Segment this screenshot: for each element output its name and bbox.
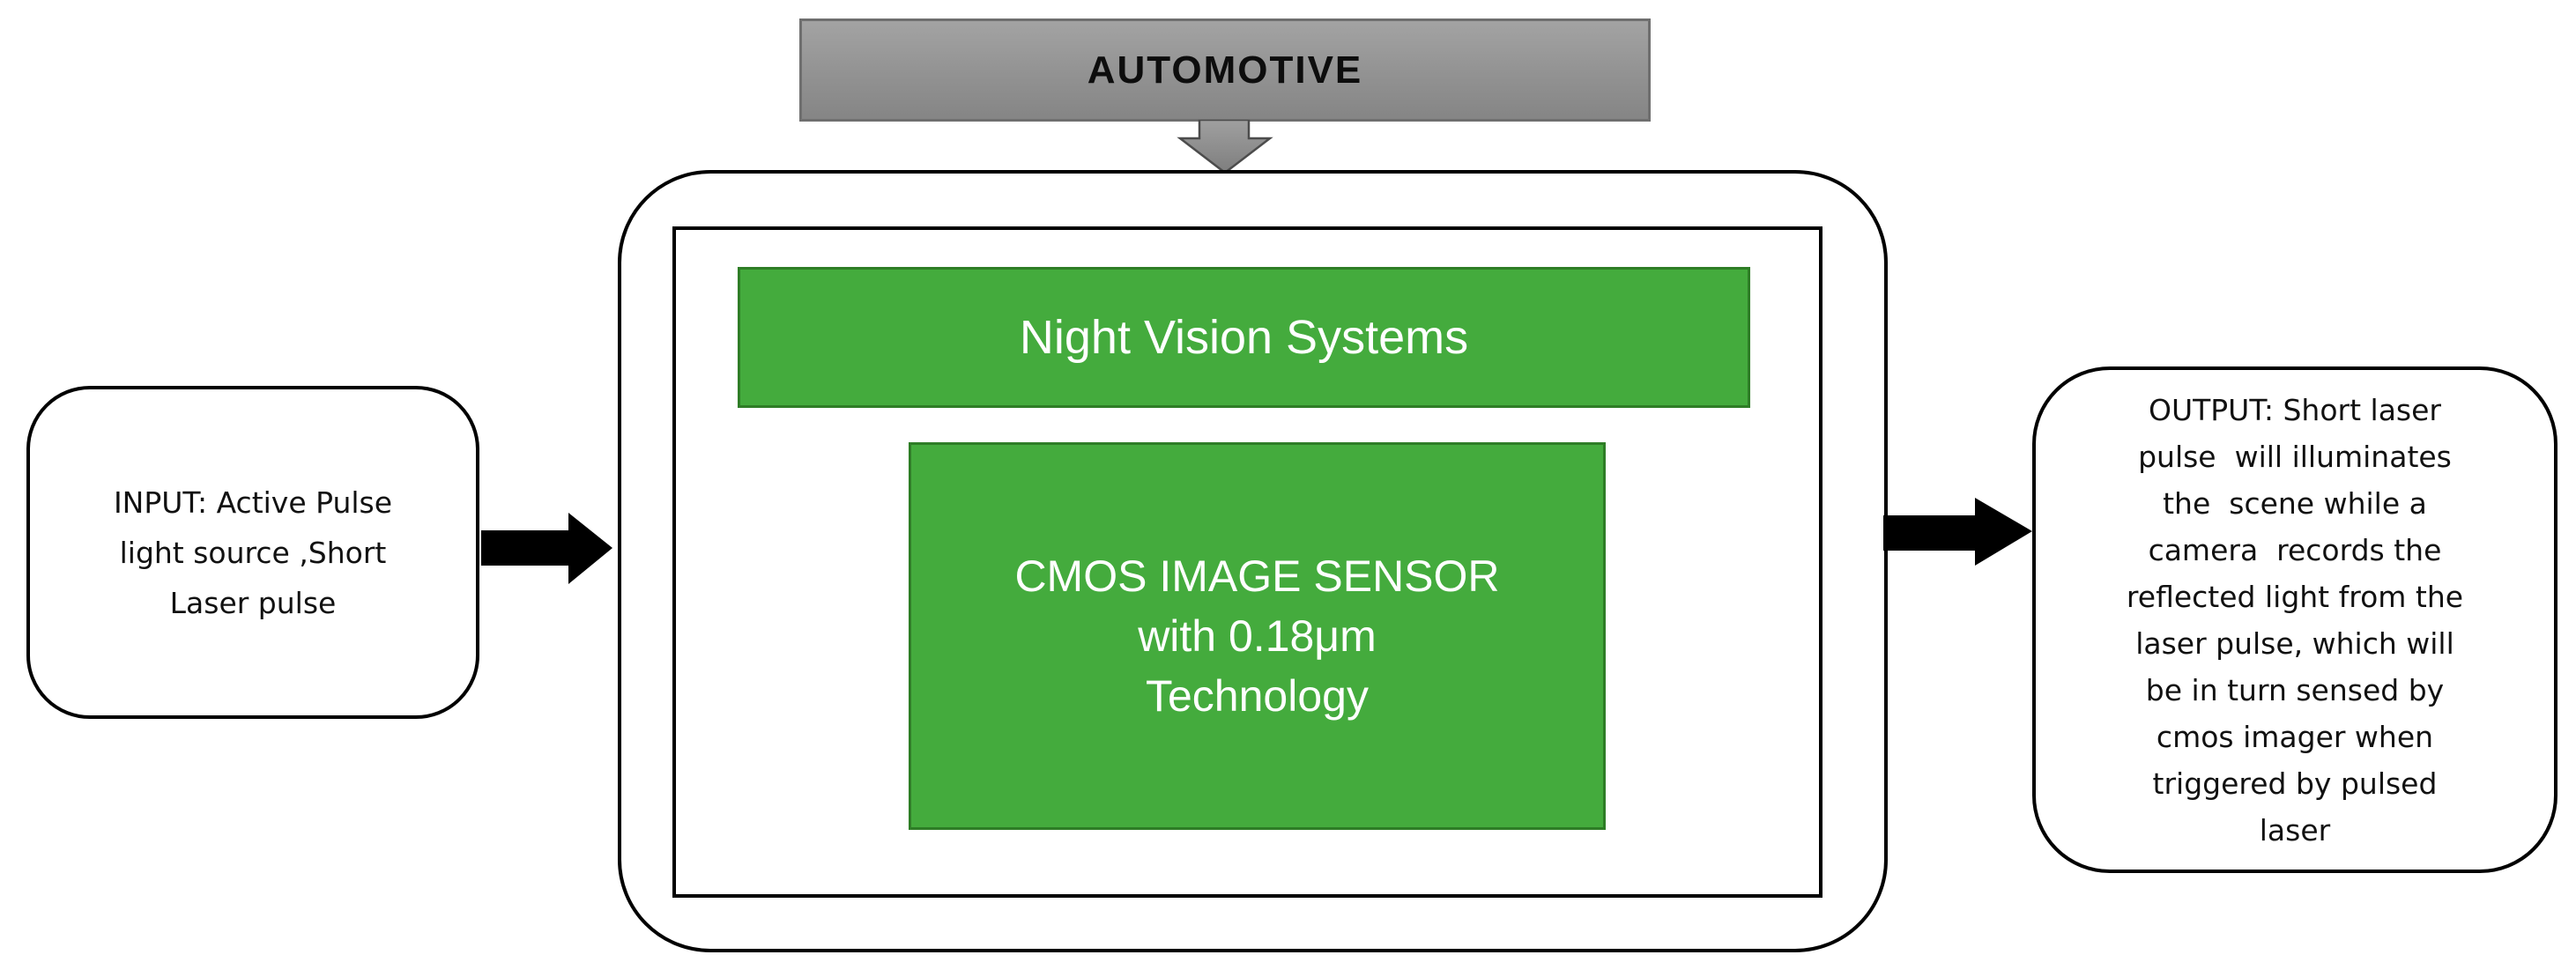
- input-box: INPUT: Active Pulse light source ,Short …: [26, 386, 479, 719]
- night-vision-title-bar: Night Vision Systems: [738, 267, 1750, 408]
- night-vision-label: Night Vision Systems: [1019, 311, 1469, 364]
- cmos-sensor-label: CMOS IMAGE SENSOR with 0.18μm Technology: [1014, 551, 1500, 721]
- cmos-sensor-box: CMOS IMAGE SENSOR with 0.18μm Technology: [909, 442, 1606, 830]
- output-label: OUTPUT: Short laser pulse will illuminat…: [2126, 392, 2464, 847]
- input-label: INPUT: Active Pulse light source ,Short …: [113, 485, 393, 620]
- automotive-header-box: AUTOMOTIVE: [799, 19, 1651, 122]
- automotive-label: AUTOMOTIVE: [1087, 48, 1363, 92]
- input-flow-arrow-icon: [481, 513, 612, 584]
- automotive-down-arrow-icon: [1177, 120, 1273, 174]
- output-flow-arrow-icon: [1883, 498, 2032, 566]
- output-box: OUTPUT: Short laser pulse will illuminat…: [2032, 366, 2557, 873]
